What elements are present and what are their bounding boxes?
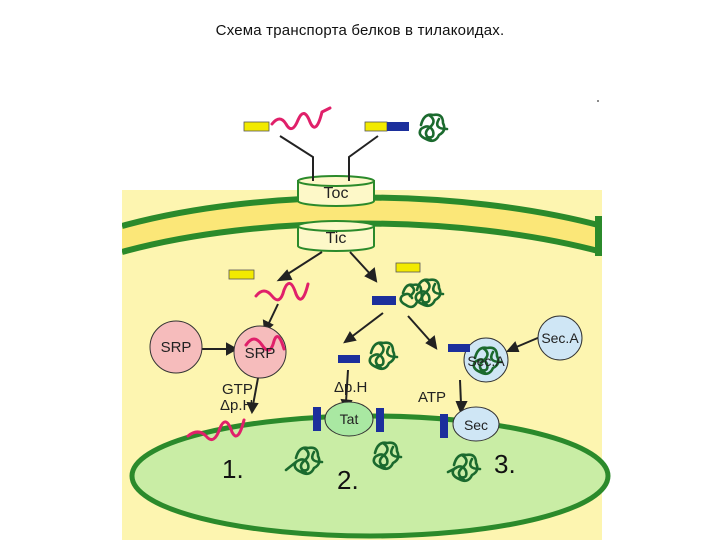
unfolded-polypeptides: [186, 106, 332, 442]
unfolded-chain-icon: [270, 106, 332, 131]
arrow-to-sec: [459, 379, 462, 405]
arrow-to-tat: [345, 369, 349, 403]
tic-label: Tic: [326, 230, 347, 247]
sec-label: Sec: [464, 417, 488, 433]
srp-particle-free: [149, 320, 203, 374]
folded-protein-icon: [414, 278, 445, 308]
arrowhead: [276, 269, 293, 282]
unfolded-chain-icon: [186, 418, 246, 442]
gtp-label: GTP: [222, 381, 253, 398]
membrane-anchor-blue: [313, 407, 321, 431]
arrowhead: [246, 401, 259, 415]
arrow-srp-to-membrane: [252, 377, 259, 406]
seca-free-label: Sec.A: [541, 330, 579, 346]
folded-protein-icon: [293, 446, 324, 476]
sec-translocase: [452, 406, 500, 442]
pathway-1-label: 1.: [222, 454, 244, 484]
arrow-to-sec-path: [407, 315, 433, 344]
arrow-to-tat-path: [349, 312, 384, 339]
unfolded-chain-icon: [254, 282, 310, 302]
arrow-to-srp: [267, 303, 279, 326]
signal-peptide-blue: [372, 296, 396, 305]
envelope-intermembrane-space: [122, 199, 602, 252]
arrowhead: [226, 342, 239, 356]
delta-ph-left-label: Δp.H: [220, 397, 253, 414]
seca-bound-label: Sec.A: [467, 353, 505, 369]
toc-translocon: Toc: [297, 175, 375, 207]
membrane-tether-icon: [284, 460, 298, 472]
arrow-seca-binding: [513, 336, 541, 349]
arrowhead: [505, 341, 520, 352]
srp-particle-bound: [233, 325, 287, 379]
membrane-anchor-blue: [376, 408, 384, 432]
folded-protein-icon: [372, 441, 403, 471]
tat-translocase: [324, 401, 374, 437]
membrane-anchor-blue: [440, 414, 448, 438]
folded-protein-icon: [418, 113, 449, 143]
import-path-left: [279, 135, 314, 181]
arrowhead: [364, 267, 378, 283]
tic-translocon: Tic: [297, 220, 375, 252]
signal-peptide-yellow: [243, 121, 270, 132]
signal-peptides: [228, 121, 470, 438]
signal-peptide-blue: [387, 122, 409, 131]
folded-protein-icon: [368, 341, 399, 371]
delta-ph-mid-label: Δp.H: [334, 379, 367, 396]
folded-protein-icon: [399, 283, 424, 309]
signal-peptide-blue: [338, 355, 360, 363]
signal-peptide-yellow: [228, 269, 255, 280]
arrow-tic-to-right: [349, 251, 373, 277]
tat-label: Tat: [340, 411, 359, 427]
signal-peptide-blue: [448, 344, 470, 352]
folded-protein-icon: [472, 346, 503, 376]
seca-particle-free: [537, 315, 583, 361]
arrowhead: [425, 335, 438, 350]
corner-dot: [597, 100, 599, 102]
folded-protein-icon: [451, 453, 482, 483]
atp-label: ATP: [418, 389, 446, 406]
diagram-title: Схема транспорта белков в тилакоидах.: [215, 22, 505, 39]
unfolded-chain-icon: [244, 335, 286, 352]
arrow-tic-to-left: [282, 251, 323, 278]
folded-proteins: [284, 113, 503, 483]
pathway-2-label: 2.: [337, 465, 359, 495]
envelope-edge-marker: [595, 216, 602, 256]
srp-free-label: SRP: [161, 339, 192, 356]
pathway-3-label: 3.: [494, 449, 516, 479]
membrane-tether-icon: [446, 466, 458, 474]
signal-peptide-yellow: [364, 121, 388, 132]
toc-label: Toc: [324, 185, 349, 202]
srp-bound-label: SRP: [245, 345, 276, 362]
signal-peptide-yellow: [395, 262, 421, 273]
arrowhead: [343, 331, 357, 344]
arrowhead: [455, 401, 468, 415]
import-path-right: [348, 135, 379, 181]
